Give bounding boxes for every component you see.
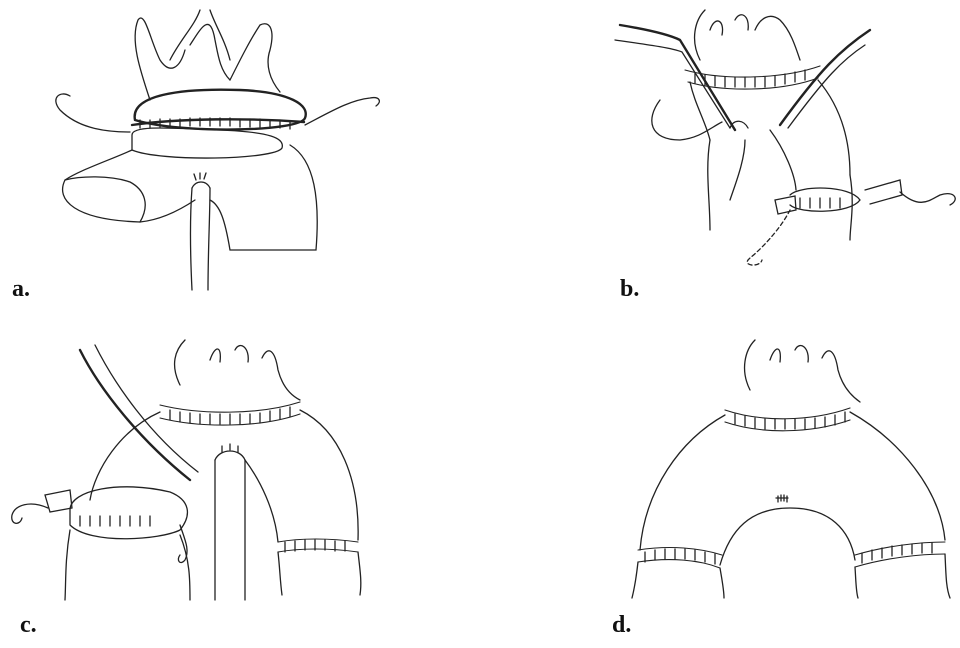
graft-opening — [132, 128, 282, 158]
panel-label-a: a. — [12, 276, 30, 303]
suture-thread — [56, 94, 130, 132]
graft-tube — [140, 200, 195, 222]
side-branch — [215, 460, 245, 600]
suture-thread — [747, 210, 790, 265]
graft-body — [245, 460, 278, 542]
side-branch — [191, 188, 193, 290]
anastomosis-stitches — [800, 198, 840, 208]
panel-d-illustration — [600, 330, 960, 630]
side-branch-tip — [215, 444, 245, 460]
closed-branch-mark — [776, 495, 788, 502]
distal-band-left — [638, 548, 722, 568]
graft-leg — [855, 554, 950, 598]
suture-thread — [900, 192, 955, 205]
band-stitches — [695, 70, 805, 87]
anastomosis-stitches — [80, 516, 150, 526]
distal-band — [278, 539, 358, 552]
graft-tube — [210, 145, 317, 250]
panel-d-drawing — [600, 330, 960, 630]
lower-graft — [65, 530, 190, 600]
clamp-left — [620, 25, 735, 130]
clamp — [80, 350, 190, 480]
panel-label-c: c. — [20, 612, 37, 639]
side-branch-tip — [192, 173, 210, 188]
head-vessel — [745, 340, 860, 402]
tape — [865, 180, 902, 204]
panel-label-b: b. — [620, 276, 639, 303]
panel-b-drawing — [610, 0, 960, 300]
head-vessel — [210, 10, 230, 60]
panel-b-illustration — [610, 0, 960, 300]
head-vessel — [175, 340, 300, 400]
panel-label-d: d. — [612, 612, 631, 639]
suture-thread — [12, 504, 48, 523]
graft-leg — [278, 552, 361, 595]
head-vessel — [695, 10, 800, 60]
graft-arch — [640, 412, 945, 550]
panel-c-drawing — [0, 330, 420, 630]
head-vessel — [190, 24, 230, 80]
head-vessel — [135, 18, 185, 100]
lower-body — [652, 100, 722, 140]
side-branch — [208, 188, 210, 290]
panel-a-drawing — [20, 0, 440, 300]
panel-a-illustration — [20, 0, 440, 300]
panel-c-illustration — [0, 330, 420, 630]
graft-leg — [632, 562, 724, 598]
graft-cut-end — [63, 177, 146, 222]
anastomosis-band — [725, 408, 850, 431]
head-vessel — [170, 10, 200, 60]
graft-opening — [70, 487, 187, 539]
tape — [775, 196, 796, 214]
tape — [45, 490, 72, 512]
clamp-right — [780, 30, 870, 125]
suture-thread — [305, 98, 379, 125]
band-stitches — [645, 549, 715, 564]
head-vessel — [230, 24, 280, 92]
clamp-left — [615, 40, 730, 128]
side-branch — [708, 140, 745, 230]
graft-tube — [65, 150, 132, 180]
graft-inner-arch — [720, 508, 855, 565]
